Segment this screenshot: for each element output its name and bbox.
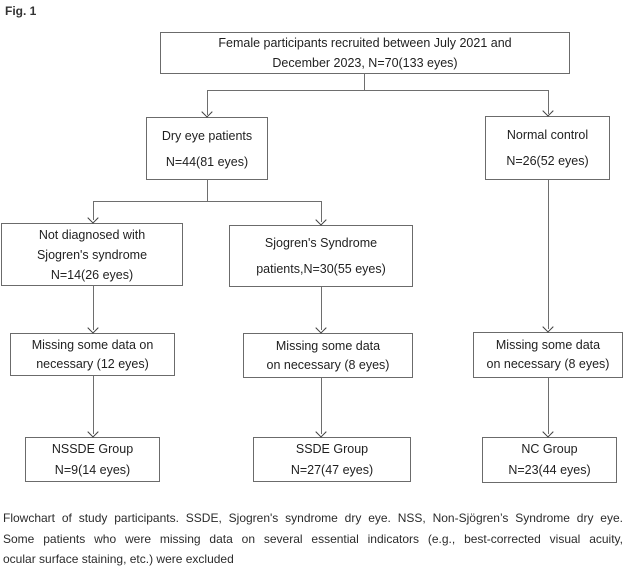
connector-line [93,285,95,330]
connector-line [548,180,550,329]
connector-line [548,90,550,114]
node-text: N=14(26 eyes) [50,267,134,282]
node-text: N=26(52 eyes) [506,154,589,168]
node-text: Dry eye patients [161,128,253,143]
connector-line [207,90,549,92]
node-text: N=9(14 eyes) [54,462,131,477]
node-text: necessary (12 eyes) [36,356,149,371]
arrowhead-down-icon [201,106,213,118]
connector-line [364,73,366,90]
node-text: on necessary (8 eyes) [486,357,610,371]
node-text: on necessary (8 eyes) [266,357,390,372]
node-text: NSSDE Group [51,441,134,456]
node-text: December 2023, N=70(133 eyes) [272,56,458,70]
node-text: Missing some data [275,338,381,353]
node-text: NC Group [521,442,578,456]
arrowhead-down-icon [315,426,327,438]
connector-line [93,201,322,203]
connector-line [207,179,209,201]
connector-line [93,376,95,434]
connector-line [548,378,550,434]
connector-line [207,90,209,115]
arrowhead-down-icon [87,212,99,224]
caption-line: Flowchart of study participants. SSDE, S… [3,511,623,525]
connector-line [321,287,323,330]
node-text: Missing some data [495,338,601,352]
node-text: SSDE Group [295,441,369,456]
caption-line: Some patients who were missing data on s… [3,531,623,546]
node-sjogren-patients: Sjogren's Syndrome patients,N=30(55 eyes… [229,225,413,287]
node-text: Female participants recruited between Ju… [218,36,512,50]
arrowhead-down-icon [87,426,99,438]
arrowhead-down-icon [542,105,554,117]
figure-caption: Flowchart of study participants. SSDE, S… [3,508,623,570]
connector-line [321,201,323,222]
node-text: N=44(81 eyes) [165,154,249,169]
node-text: patients,N=30(55 eyes) [256,262,386,276]
connector-line [93,201,95,220]
node-text: Normal control [506,128,589,142]
node-nc-group: NC Group N=23(44 eyes) [482,437,617,483]
node-text: Sjogren's syndrome [36,247,148,262]
node-missing-data-nc: Missing some data on necessary (8 eyes) [473,332,623,378]
node-recruited: Female participants recruited between Ju… [160,32,570,74]
node-text: N=23(44 eyes) [508,463,591,477]
arrowhead-down-icon [315,214,327,226]
node-text: Sjogren's Syndrome [264,236,378,250]
node-ssde-group: SSDE Group N=27(47 eyes) [253,437,411,482]
node-missing-data-ssde: Missing some data on necessary (8 eyes) [243,333,413,378]
arrowhead-down-icon [542,426,554,438]
node-text: Not diagnosed with [38,227,146,242]
arrowhead-down-icon [542,321,554,333]
node-normal-control: Normal control N=26(52 eyes) [485,116,610,180]
node-text: Missing some data on [31,337,154,352]
connector-line [321,378,323,434]
node-dry-eye-patients: Dry eye patients N=44(81 eyes) [146,117,268,180]
node-text: N=27(47 eyes) [290,462,374,477]
arrowhead-down-icon [315,322,327,334]
caption-line: ocular surface staining, etc.) were excl… [3,552,234,566]
node-nssde-group: NSSDE Group N=9(14 eyes) [25,437,160,482]
node-missing-data-nssde: Missing some data on necessary (12 eyes) [10,333,175,376]
figure-label: Fig. 1 [5,4,37,18]
node-not-diagnosed: Not diagnosed with Sjogren's syndrome N=… [1,223,183,286]
arrowhead-down-icon [87,322,99,334]
